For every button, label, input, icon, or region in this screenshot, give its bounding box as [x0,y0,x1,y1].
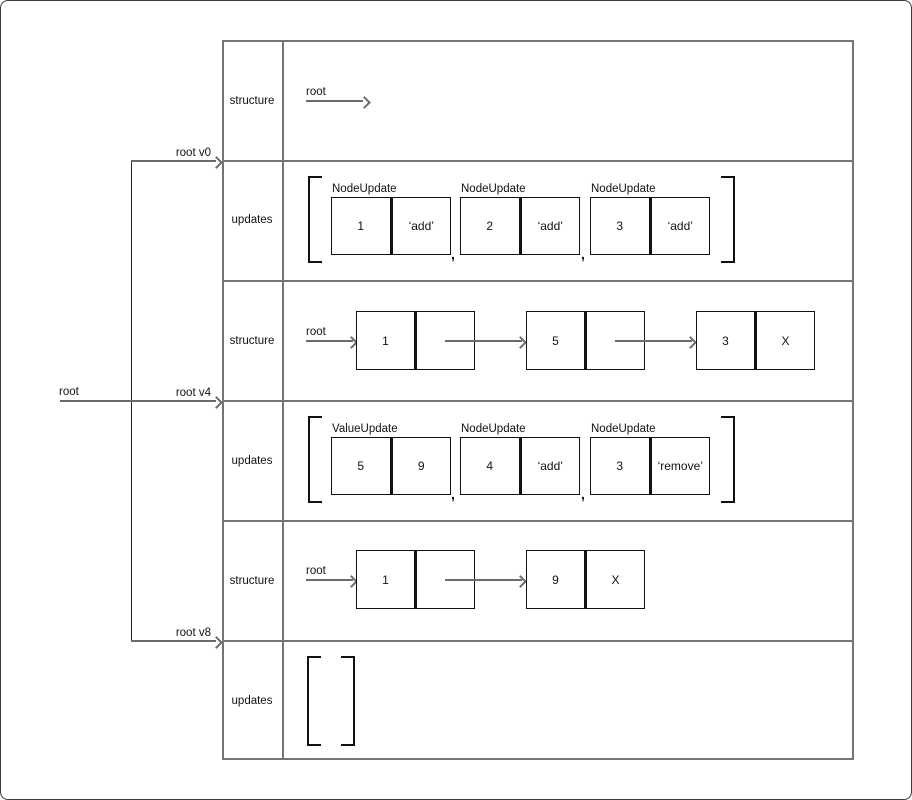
table-border-bottom [222,758,853,760]
update-type-label: NodeUpdate [461,183,526,195]
version-pointer-label-v0: root v0 [175,147,211,159]
update-field: 5 [357,459,365,473]
next-pointer-arrow [615,340,692,342]
row-header-structure: structure [229,575,275,587]
update-type-label: NodeUpdate [591,183,656,195]
bracket-open [308,416,322,503]
comma-separator: , [581,246,585,262]
update-box: 3 ‘remove’ [590,437,710,495]
comma-separator: , [451,246,455,262]
next-pointer-arrow [445,340,522,342]
update-field: 2 [486,219,494,233]
arrow-head-icon [210,155,223,169]
next-pointer-arrow [445,579,522,581]
node-value-cell: 9 [552,572,559,587]
node-value-cell: 1 [382,333,389,348]
update-field: ‘add’ [518,438,580,494]
node-pointer-cell [414,551,474,608]
row-header-updates: updates [231,214,273,226]
update-box: 5 9 [331,437,451,495]
update-field: 9 [389,438,451,494]
arrow-head-icon [514,335,527,349]
row-divider [222,640,853,642]
column-divider [282,40,284,760]
branch-line-v0 [131,160,216,162]
update-field: 1 [357,219,365,233]
list-root-label: root [306,86,326,98]
update-box: 1 ‘add’ [331,197,451,255]
node-value-cell: 1 [382,572,389,587]
update-field: ‘add’ [389,198,451,254]
list-root-label: root [306,326,326,338]
update-field: 3 [616,219,624,233]
row-divider [222,280,853,282]
row-divider [222,160,853,162]
list-root-label: root [306,565,326,577]
arrow-head-icon [358,95,371,109]
bracket-close [721,416,735,503]
update-field: ‘remove’ [648,438,710,494]
comma-separator: , [581,486,585,502]
node-value-cell: 3 [722,333,729,348]
bracket-close [721,176,735,263]
node-pointer-cell: X [584,551,644,608]
update-box: 3 ‘add’ [590,197,710,255]
root-arrow [306,340,353,342]
update-type-label: NodeUpdate [461,423,526,435]
root-arrow [306,579,353,581]
version-pointer-label-v8: root v8 [175,627,211,639]
list-node: 9 X [526,550,645,609]
update-box: 2 ‘add’ [460,197,580,255]
row-divider [222,400,853,402]
arrow-head-icon [684,335,697,349]
bracket-close [341,656,355,746]
node-value-cell: 5 [552,333,559,348]
table-border-right [852,40,854,760]
node-pointer-cell [584,312,644,369]
update-field: ‘add’ [648,198,710,254]
root-pointer-label: root [59,386,79,398]
version-pointer-label-v4: root v4 [175,387,211,399]
update-box: 4 ‘add’ [460,437,580,495]
table-border-top [222,40,853,42]
row-header-updates: updates [231,455,273,467]
arrow-head-icon [514,574,527,588]
bracket-open [308,176,322,263]
table-border-left [222,40,224,760]
row-header-structure: structure [229,95,275,107]
update-field: 4 [486,459,494,473]
branch-line-v4 [60,400,216,402]
update-type-label: NodeUpdate [332,183,397,195]
update-type-label: NodeUpdate [591,423,656,435]
row-header-updates: updates [231,695,273,707]
node-pointer-cell [414,312,474,369]
update-field: 3 [616,459,624,473]
comma-separator: , [451,486,455,502]
arrow-head-icon [210,635,223,649]
node-pointer-cell: X [754,312,814,369]
row-divider [222,520,853,522]
update-field: ‘add’ [518,198,580,254]
arrow-head-icon [210,395,223,409]
update-type-label: ValueUpdate [332,423,398,435]
branch-line-v8 [131,640,216,642]
list-node: 3 X [696,311,815,370]
row-header-structure: structure [229,335,275,347]
bracket-open [307,656,321,746]
root-arrow [306,100,363,102]
